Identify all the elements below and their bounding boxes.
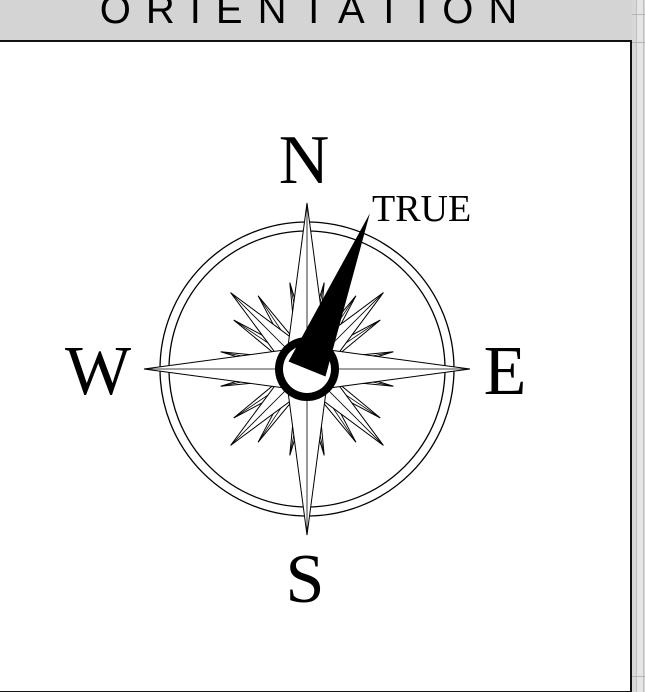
rail-tick: [632, 14, 645, 15]
south-label: S: [286, 541, 325, 618]
rail-track: [636, 0, 644, 692]
west-label: W: [65, 333, 131, 410]
title-bar: ORIENTATION: [0, 0, 632, 36]
rail-tick: [632, 42, 645, 43]
compass-rose-diagram: N S E W TRUE: [0, 42, 630, 691]
page-title: ORIENTATION: [0, 0, 632, 33]
east-label: E: [484, 333, 527, 410]
side-rail: [632, 0, 645, 692]
rail-tick: [632, 676, 645, 677]
north-label: N: [279, 122, 330, 199]
true-north-label: TRUE: [372, 188, 471, 230]
compass-panel: N S E W TRUE: [0, 40, 632, 692]
